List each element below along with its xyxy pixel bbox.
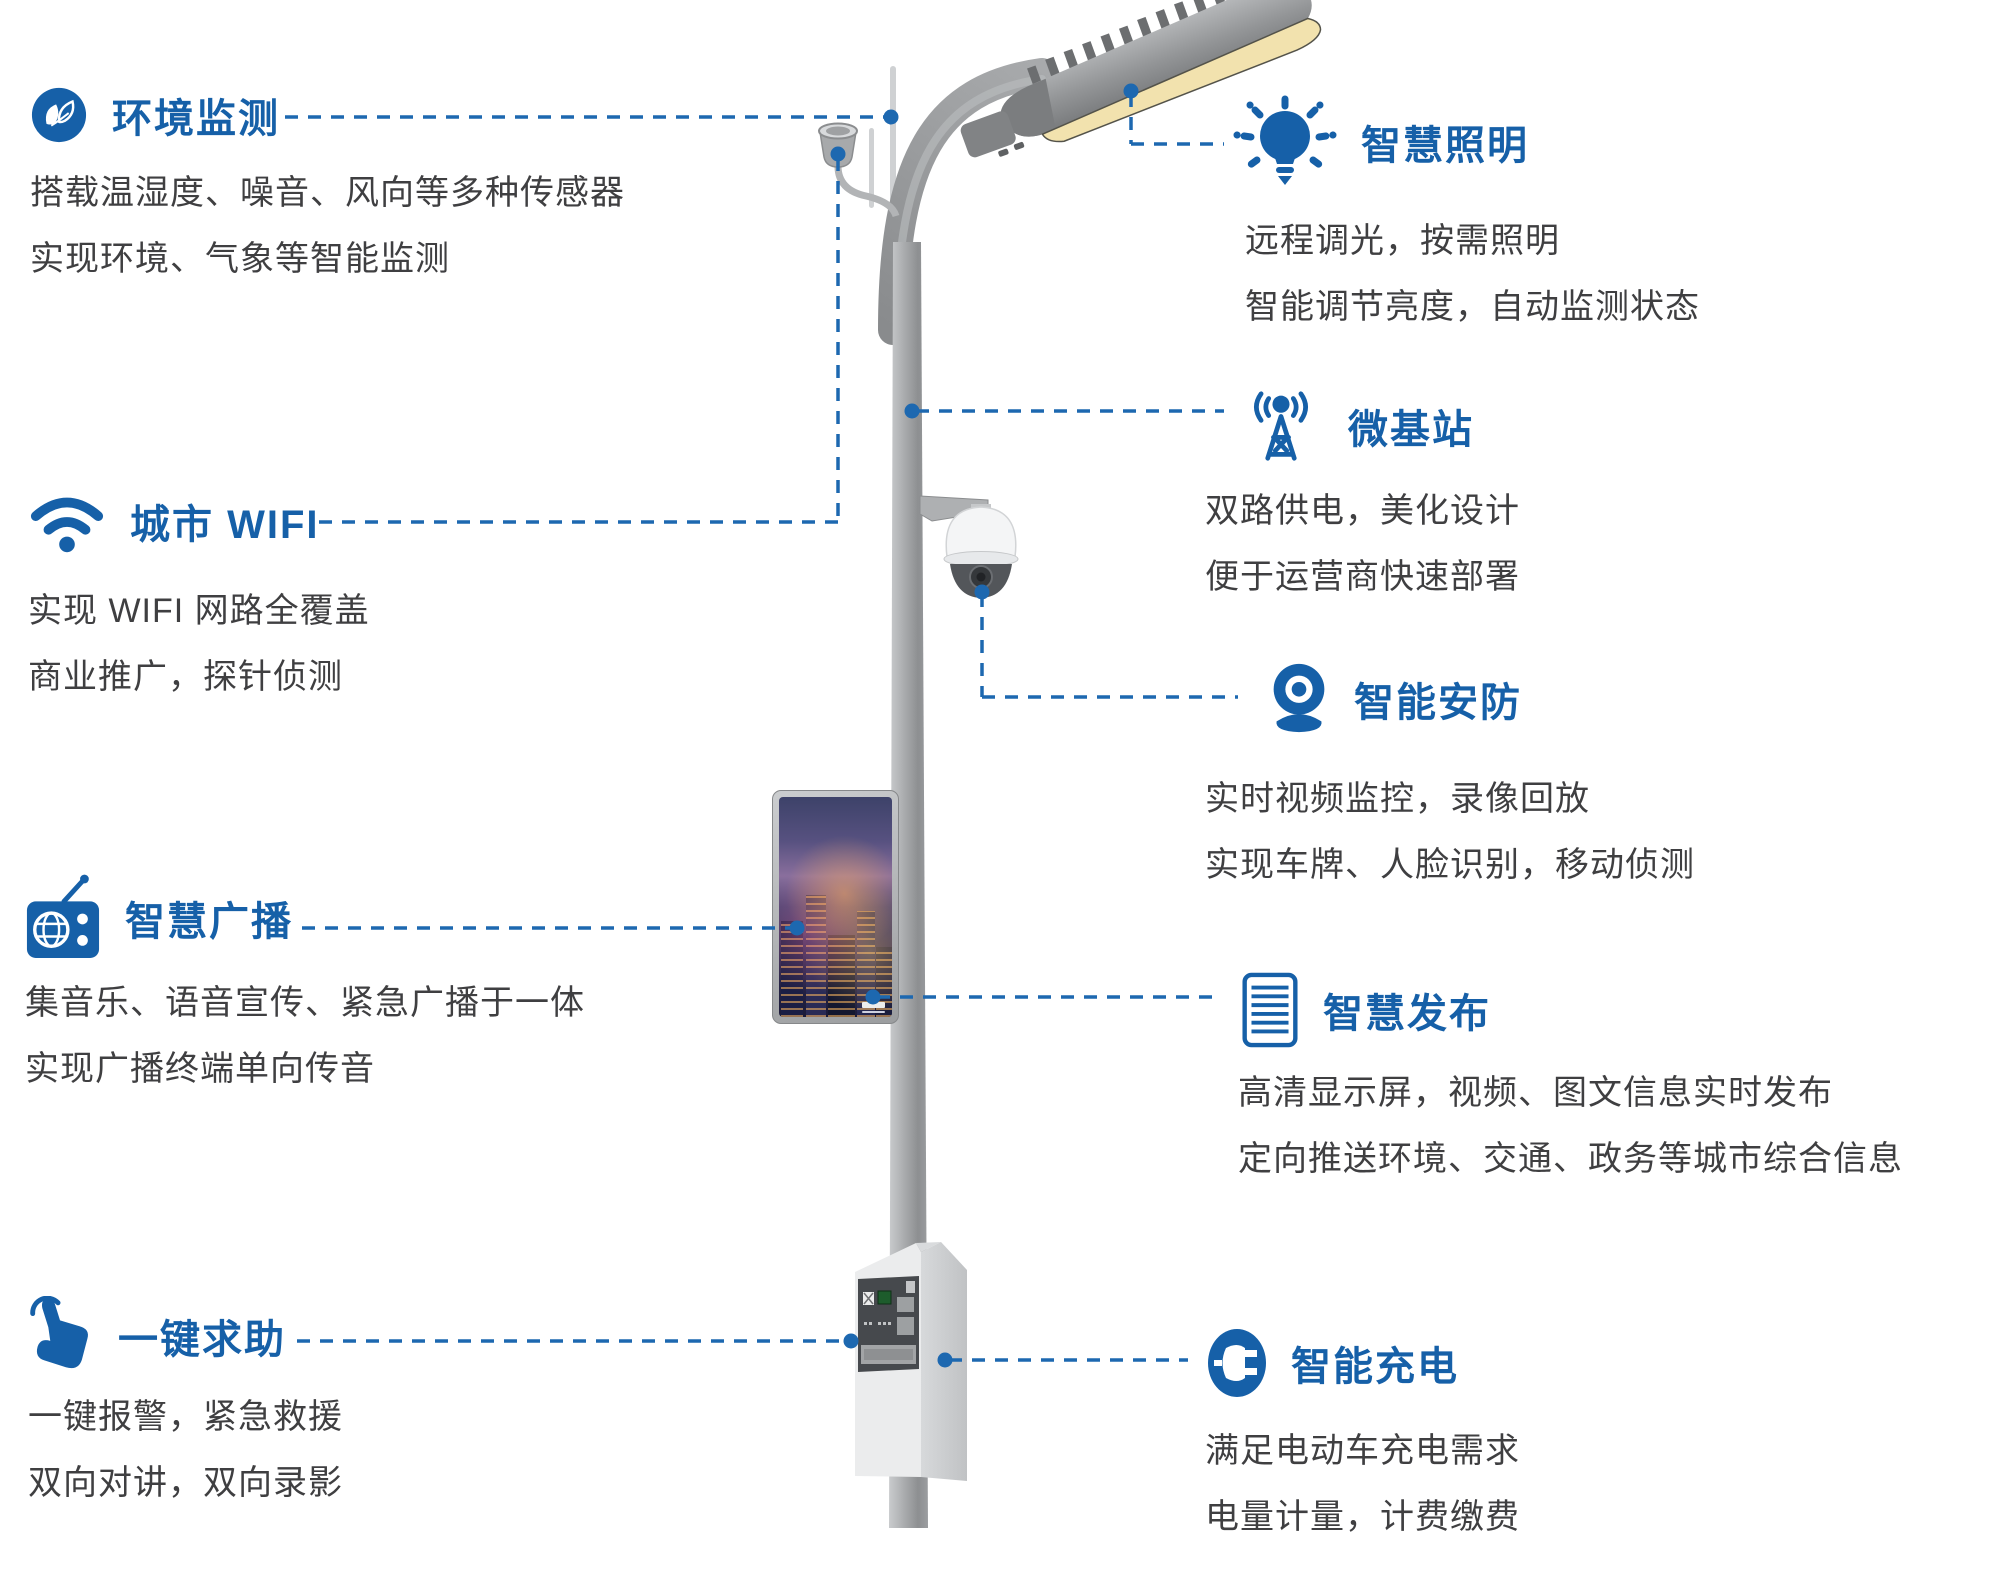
- feature-description-line: 实现车牌、人脸识别，移动侦测: [1205, 846, 1695, 884]
- feature-description-line: 高清显示屏，视频、图文信息实时发布: [1238, 1074, 1833, 1112]
- feature-description-line: 定向推送环境、交通、政务等城市综合信息: [1238, 1140, 1903, 1178]
- plug-icon: [1207, 1328, 1267, 1398]
- feature-title: 一键求助: [118, 1318, 286, 1362]
- feature-description-line: 搭载温湿度、噪音、风向等多种传感器: [30, 174, 625, 212]
- screen-logo: [862, 1002, 885, 1008]
- feature-description-line: 集音乐、语音宣传、紧急广播于一体: [25, 984, 585, 1022]
- pole: [889, 242, 928, 1528]
- leaf-icon: [30, 86, 88, 144]
- feature-description-line: 便于运营商快速部署: [1205, 558, 1520, 596]
- feature-description-line: 实时视频监控，录像回放: [1205, 780, 1590, 818]
- webcam-icon: [1268, 660, 1330, 738]
- feature-description-line: 远程调光，按需照明: [1245, 222, 1560, 260]
- feature-title: 环境监测: [112, 97, 280, 141]
- bulb-icon: [1233, 90, 1337, 194]
- environment-sensor: [818, 122, 900, 218]
- hand-click-icon: [28, 1296, 94, 1376]
- feature-env-monitoring: 环境监测 搭载温湿度、噪音、风向等多种传感器 实现环境、气象等智能监测: [30, 86, 625, 292]
- feature-one-key-help: 一键求助 一键报警，紧急救援 双向对讲，双向录影: [28, 1296, 343, 1516]
- night-city-skyline-image: [779, 797, 892, 1017]
- screen-logo: [862, 1011, 885, 1013]
- feature-title: 智慧发布: [1323, 992, 1491, 1036]
- street-lamp-head: [960, 0, 1322, 158]
- feature-smart-lighting: 智慧照明 远程调光，按需照明 智能调节亮度，自动监测状态: [1225, 90, 1700, 340]
- antenna-rod: [869, 66, 896, 208]
- antenna-tower-icon: [1238, 390, 1324, 462]
- feature-city-wifi: 城市 WIFI 实现 WIFI 网路全覆盖 商业推广，探针侦测: [28, 488, 370, 710]
- feature-title: 智慧照明: [1361, 124, 1529, 168]
- city-lights-glow: [779, 797, 892, 1017]
- feature-title: 智能充电: [1291, 1345, 1459, 1389]
- feature-title: 微基站: [1348, 408, 1474, 452]
- feature-description-line: 智能调节亮度，自动监测状态: [1245, 288, 1700, 326]
- feature-description-line: 一键报警，紧急救援: [28, 1398, 343, 1436]
- wifi-icon: [28, 488, 106, 554]
- dome-camera: [919, 495, 1019, 598]
- radio-icon: [25, 872, 101, 964]
- feature-smart-charging: 智能充电 满足电动车充电需求 电量计量，计费缴费: [1205, 1328, 1520, 1550]
- feature-micro-base-station: 微基站 双路供电，美化设计 便于运营商快速部署: [1205, 390, 1520, 610]
- feature-description-line: 电量计量，计费缴费: [1205, 1498, 1520, 1536]
- display-screen: [772, 790, 899, 1024]
- feature-title: 城市 WIFI: [130, 503, 320, 547]
- lamp-lens: [1041, 17, 1322, 143]
- feature-description-line: 实现 WIFI 网路全覆盖: [28, 592, 370, 630]
- charging-cabinet: [855, 1242, 967, 1481]
- lamp-body: [1000, 0, 1312, 137]
- feature-description-line: 满足电动车充电需求: [1205, 1432, 1520, 1470]
- feature-title: 智能安防: [1354, 681, 1522, 725]
- feature-smart-publishing: 智慧发布 高清显示屏，视频、图文信息实时发布 定向推送环境、交通、政务等城市综合…: [1205, 972, 1903, 1192]
- feature-description-line: 商业推广，探针侦测: [28, 658, 343, 696]
- feature-description-line: 双路供电，美化设计: [1205, 492, 1520, 530]
- feature-smart-security: 智能安防 实时视频监控，录像回放 实现车牌、人脸识别，移动侦测: [1205, 660, 1695, 898]
- document-icon: [1241, 972, 1299, 1048]
- feature-description-line: 双向对讲，双向录影: [28, 1464, 343, 1502]
- feature-title: 智慧广播: [125, 900, 293, 944]
- feature-description-line: 实现环境、气象等智能监测: [30, 240, 450, 278]
- feature-smart-broadcast: 智慧广播 集音乐、语音宣传、紧急广播于一体 实现广播终端单向传音: [25, 872, 585, 1102]
- feature-description-line: 实现广播终端单向传音: [25, 1050, 375, 1088]
